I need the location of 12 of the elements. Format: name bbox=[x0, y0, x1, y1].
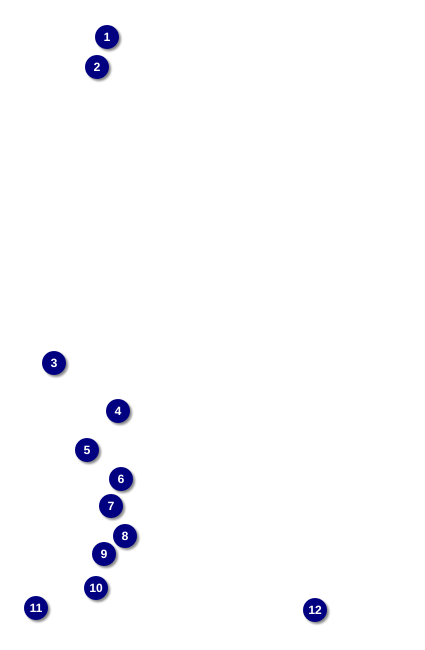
callout-number: 1 bbox=[95, 25, 119, 49]
callout-number: 7 bbox=[99, 494, 123, 518]
callout-number: 10 bbox=[84, 576, 108, 600]
callout-number: 2 bbox=[85, 55, 109, 79]
callout-number: 3 bbox=[42, 351, 66, 375]
callout-number: 9 bbox=[92, 542, 116, 566]
callout-number: 12 bbox=[303, 598, 327, 622]
callout-number: 11 bbox=[24, 596, 48, 620]
callout-number: 8 bbox=[113, 524, 137, 548]
callout-number: 5 bbox=[75, 438, 99, 462]
callout-number: 6 bbox=[109, 467, 133, 491]
callout-number: 4 bbox=[106, 399, 130, 423]
